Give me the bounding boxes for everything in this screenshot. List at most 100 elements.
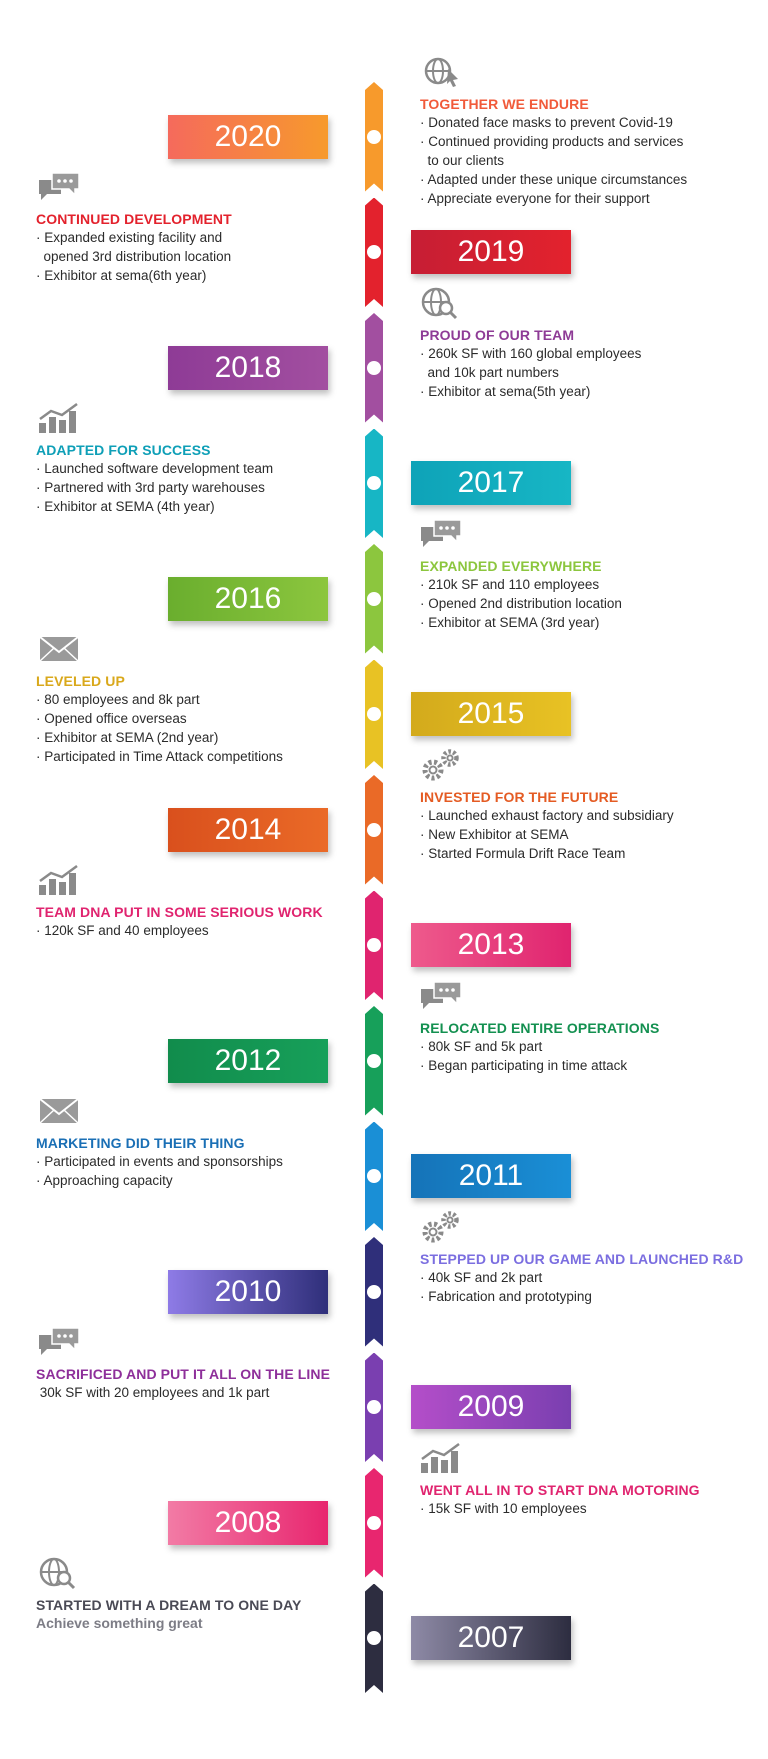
milestone-entry-2019: CONTINUED DEVELOPMENT· Expanded existing…: [36, 210, 356, 285]
bar-chart-icon: [418, 1441, 464, 1475]
milestone-title: RELOCATED ENTIRE OPERATIONS: [420, 1019, 660, 1036]
chat-bubbles-icon: [418, 979, 464, 1013]
milestone-list-item: · 80 employees and 8k part: [36, 692, 200, 708]
milestone-title: INVESTED FOR THE FUTURE: [420, 788, 619, 805]
gears-icon: [418, 748, 464, 782]
milestone-entry-2015: LEVELED UP· 80 employees and 8k part· Op…: [36, 672, 356, 766]
milestone-list-item: 30k SF with 20 employees and 1k part: [36, 1385, 270, 1401]
milestone-list: 30k SF with 20 employees and 1k part: [36, 1383, 356, 1402]
milestone-entry-2017: ADAPTED FOR SUCCESS· Launched software d…: [36, 441, 356, 516]
milestone-list: · 210k SF and 110 employees · Opened 2nd …: [420, 575, 760, 632]
bar-chart-icon: [36, 401, 82, 435]
timeline-node-dot: [367, 129, 381, 144]
milestone-title: SACRIFICED AND PUT IT ALL ON THE LINE: [36, 1366, 331, 1383]
year-label-2019: 2019: [411, 230, 571, 275]
milestone-title: PROUD OF OUR TEAM: [420, 326, 575, 343]
milestone-entry-2018: PROUD OF OUR TEAM · 260k SF with 160 glob…: [420, 326, 760, 401]
milestone-list-item: · 120k SF and 40 employees: [36, 923, 209, 939]
year-label-2007: 2007: [411, 1616, 571, 1661]
milestone-title: TOGETHER WE ENDURE: [420, 95, 589, 112]
milestone-entry-2012: RELOCATED ENTIRE OPERATIONS· 80k SF and …: [420, 1019, 760, 1075]
timeline-node-dot: [367, 822, 381, 837]
milestone-title: EXPANDED EVERYWHERE: [420, 557, 602, 574]
year-label-2015: 2015: [411, 692, 571, 737]
globe-cursor-icon: [418, 55, 464, 89]
milestone-list-item: · 80k SF and 5k part: [420, 1038, 543, 1054]
milestone-list-item: · 260k SF with 160 global employees: [420, 345, 642, 361]
year-label-2012: 2012: [168, 1038, 328, 1083]
year-label-2016: 2016: [168, 576, 328, 621]
milestone-list-item: · Exhibitor at sema(6th year): [36, 268, 207, 284]
milestone-title: CONTINUED DEVELOPMENT: [36, 211, 232, 228]
milestone-list-item: · Launched software development team: [36, 461, 274, 477]
timeline-node-dot: [367, 1400, 381, 1415]
milestone-list-item: opened 3rd distribution location: [36, 249, 232, 265]
milestone-list: · Participated in events and sponsorship…: [36, 1152, 356, 1190]
milestone-list-item: · Opened 2nd distribution location: [420, 595, 622, 611]
year-label-2018: 2018: [168, 345, 328, 390]
milestone-list: · 40k SF and 2k part · Fabrication and pr…: [420, 1268, 760, 1306]
milestone-list-item: · Exhibitor at SEMA (3rd year): [420, 614, 600, 630]
milestone-list: · Expanded existing facility and opened …: [36, 228, 356, 285]
bar-chart-icon: [36, 863, 82, 897]
milestone-list-item: · Exhibitor at sema(5th year): [420, 383, 591, 399]
milestone-entry-2014: INVESTED FOR THE FUTURE · Launched exhaus…: [420, 788, 760, 863]
milestone-entry-2008: WENT ALL IN TO START DNA MOTORING· 15k S…: [420, 1481, 760, 1518]
envelope-icon: [36, 632, 82, 666]
milestone-list-item: · Adapted under these unique circumstanc…: [420, 171, 688, 187]
milestone-list-item: · Continued providing products and servi…: [420, 133, 684, 149]
gears-icon: [418, 1210, 464, 1244]
milestone-list: · Launched software development team· Pa…: [36, 459, 356, 516]
milestone-list-item: · 15k SF with 10 employees: [420, 1500, 587, 1516]
milestone-list-item: · Donated face masks to prevent Covid-19: [420, 114, 673, 130]
year-label-2010: 2010: [168, 1269, 328, 1314]
milestone-title: TEAM DNA PUT IN SOME SERIOUS WORK: [36, 904, 323, 921]
milestone-list-item: · Launched exhaust factory and subsidiar…: [420, 807, 674, 823]
chat-bubbles-icon: [36, 1325, 82, 1359]
milestone-list-item: · Began participating in time attack: [420, 1057, 628, 1073]
milestone-entry-2020: TOGETHER WE ENDURE· Donated face masks t…: [420, 95, 760, 208]
milestone-list: · 120k SF and 40 employees: [36, 921, 356, 940]
year-label-2011: 2011: [411, 1154, 571, 1199]
milestone-entry-2011: MARKETING DID THEIR THING· Participated …: [36, 1134, 356, 1190]
milestone-list-item: and 10k part numbers: [420, 364, 559, 380]
timeline-node-dot: [367, 591, 381, 606]
milestone-list: · 80 employees and 8k part · Opened offic…: [36, 690, 356, 766]
milestone-entry-2013: TEAM DNA PUT IN SOME SERIOUS WORK · 120k …: [36, 903, 356, 940]
milestone-list-item: · Fabrication and prototyping: [420, 1288, 592, 1304]
timeline-node-dot: [367, 707, 381, 722]
timeline-node-dot: [367, 1631, 381, 1646]
timeline-node-dot: [367, 1284, 381, 1299]
milestone-list-item: · 40k SF and 2k part: [420, 1269, 543, 1285]
year-label-2014: 2014: [168, 807, 328, 852]
milestone-list-item: · Participated in Time Attack competitio…: [36, 749, 283, 765]
timeline-node-dot: [367, 360, 381, 375]
milestone-list-item: · Exhibitor at SEMA (4th year): [36, 499, 215, 515]
milestone-title: STARTED WITH A DREAM TO ONE DAY: [36, 1597, 302, 1614]
milestone-list: · Donated face masks to prevent Covid-19…: [420, 113, 760, 208]
milestone-entry-2009: SACRIFICED AND PUT IT ALL ON THE LINE 30…: [36, 1365, 356, 1402]
milestone-title: STEPPED UP OUR GAME AND LAUNCHED R&D: [420, 1250, 744, 1267]
milestone-list-item: · Appreciate everyone for their support: [420, 190, 650, 206]
milestone-list: · 80k SF and 5k part · Began participatin…: [420, 1037, 760, 1075]
timeline-node-dot: [367, 1515, 381, 1530]
timeline-node-dot: [367, 476, 381, 491]
globe-search-icon: [418, 286, 464, 320]
milestone-list-item: · 210k SF and 110 employees: [420, 576, 600, 592]
milestone-list-item: · Exhibitor at SEMA (2nd year): [36, 730, 219, 746]
chat-bubbles-icon: [36, 170, 82, 204]
milestone-list-item: · Participated in events and sponsorship…: [36, 1154, 283, 1170]
milestone-list-item: · New Exhibitor at SEMA: [420, 826, 569, 842]
milestone-list-item: · Started Formula Drift Race Team: [420, 845, 626, 861]
milestone-list-item: · Approaching capacity: [36, 1173, 173, 1189]
milestone-title: ADAPTED FOR SUCCESS: [36, 442, 211, 459]
milestone-list-item: · Expanded existing facility and: [36, 230, 223, 246]
milestone-list-item: to our clients: [420, 152, 505, 168]
timeline-node-dot: [367, 1053, 381, 1068]
year-label-2009: 2009: [411, 1385, 571, 1430]
milestone-list-item: · Opened office overseas: [36, 711, 187, 727]
timeline-node-dot: [367, 245, 381, 260]
globe-search-icon: [36, 1556, 82, 1590]
